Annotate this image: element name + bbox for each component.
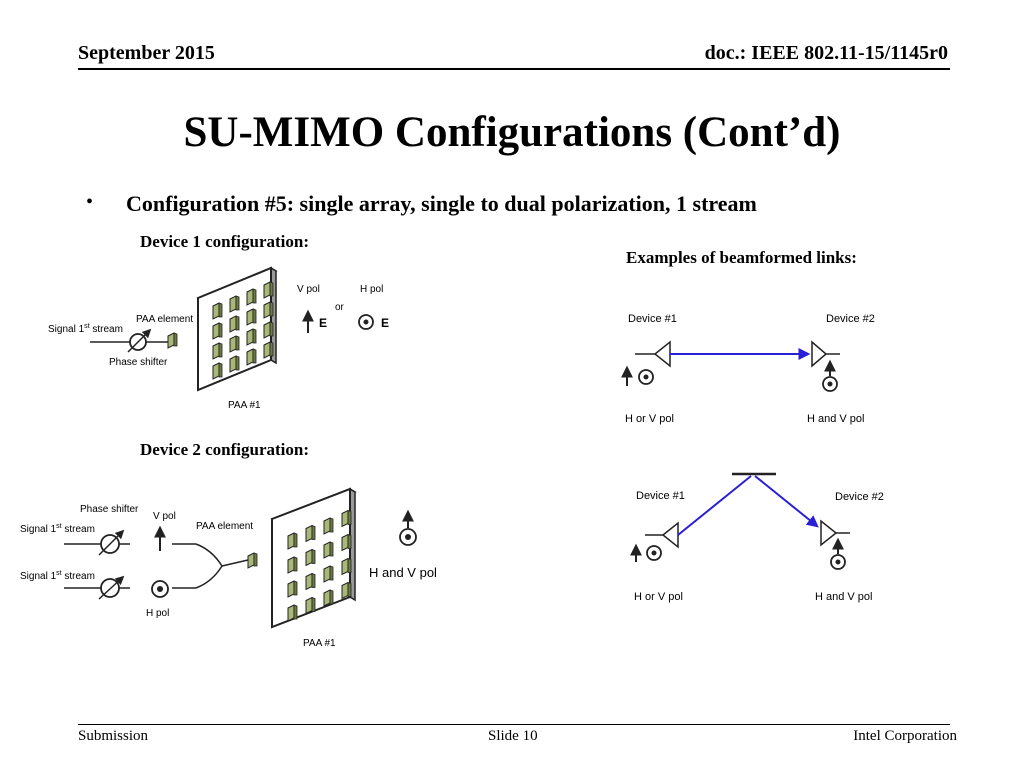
- header-date: September 2015: [78, 42, 215, 64]
- svg-text:Signal 1st stream: Signal 1st stream: [48, 323, 123, 335]
- device2-paa-element-label: PAA element: [196, 521, 253, 532]
- link1-antenna-b-icon: [811, 340, 840, 368]
- link2-pol-b-icon: [830, 537, 846, 570]
- link2-antenna-b-icon: [820, 519, 850, 547]
- device2-paa-element-icon: [323, 565, 334, 583]
- device1-paa-element-icon: [167, 332, 178, 349]
- device2-hpol-dot-icon: [151, 580, 169, 598]
- examples-heading: Examples of beamformed links:: [626, 248, 857, 267]
- footer-slide-number: Slide 10: [488, 728, 538, 744]
- link1-pol-a-icon: [621, 365, 654, 386]
- link1-device-a-label: Device #1: [628, 313, 677, 325]
- device2-paa-element-icon: [287, 556, 298, 574]
- device1-paa-element-icon: [212, 362, 223, 380]
- link2-beam-reflected: [754, 475, 819, 528]
- device1-e-label-h: E: [381, 316, 389, 330]
- device1-paa-element-icon: [229, 315, 240, 333]
- bullet-marker: •: [86, 191, 94, 213]
- device1-paa-element-icon: [229, 335, 240, 353]
- device1-phase-shifter-icon: [127, 328, 152, 353]
- device2-hv-pol-label: H and V pol: [369, 565, 437, 580]
- device2-paa-element-icon: [305, 596, 316, 615]
- device1-paa-element-icon: [212, 302, 223, 320]
- device1-phase-shifter-label: Phase shifter: [109, 357, 168, 368]
- link1-antenna-a-icon: [635, 340, 671, 368]
- device2-paa-element-icon: [323, 541, 334, 559]
- link2-pol-a-label: H or V pol: [634, 591, 683, 603]
- device2-paa-element-icon: [287, 604, 298, 622]
- device1-paa-element-icon: [263, 301, 274, 319]
- link1-device-b-label: Device #2: [826, 313, 875, 325]
- device1-paa-element-icon: [263, 341, 274, 359]
- device1-vpol-label: V pol: [297, 284, 320, 295]
- device2-paa-element-icon: [305, 524, 316, 543]
- device2-paa-element-icon: [287, 532, 298, 550]
- device1-heading: Device 1 configuration:: [140, 232, 310, 251]
- device2-paa-panel: [270, 487, 357, 629]
- device2-paa-element-icon: [287, 580, 298, 598]
- device2-combiner: [172, 543, 249, 589]
- link2-antenna-a-icon: [645, 521, 679, 549]
- footer-submission: Submission: [78, 728, 149, 744]
- device1-paa-element-label: PAA element: [136, 314, 193, 325]
- device2-phase-shifter-2-icon: [98, 575, 125, 600]
- device1-paa-element-icon: [229, 355, 240, 373]
- device1-hpol-label: H pol: [360, 284, 383, 295]
- device2-paa-element-icon: [323, 517, 334, 535]
- device2-phase-shifter-1-icon: [98, 529, 125, 556]
- bullet-text: Configuration #5: single array, single t…: [126, 191, 757, 216]
- device1-paa-panel: [196, 266, 278, 392]
- device2-paa-element-icon: [323, 589, 334, 607]
- link2-pol-a-icon: [630, 543, 662, 562]
- device1-paa-element-icon: [229, 295, 240, 313]
- device2-paa-element-icon: [341, 509, 352, 528]
- device1-hpol-dot-icon: [358, 314, 374, 330]
- svg-text:Signal 1st stream: Signal 1st stream: [20, 570, 95, 582]
- device1-paa-label: PAA #1: [228, 400, 261, 411]
- link1-pol-b-icon: [822, 359, 838, 392]
- device2-hpol-label: H pol: [146, 608, 169, 619]
- device1-paa-element-icon: [212, 322, 223, 340]
- link2-pol-b-label: H and V pol: [815, 591, 872, 603]
- footer-rule: [78, 724, 950, 725]
- svg-text:Signal 1st stream: Signal 1st stream: [20, 523, 95, 535]
- link2-device-b-label: Device #2: [835, 491, 884, 503]
- header-rule: [78, 68, 950, 70]
- link1-pol-b-label: H and V pol: [807, 413, 864, 425]
- device1-paa-element-icon: [246, 288, 257, 306]
- device1-paa-element-icon: [212, 342, 223, 360]
- device1-or-label: or: [335, 302, 345, 313]
- device1-paa-element-icon: [263, 281, 274, 299]
- device1-paa-element-icon: [263, 321, 274, 339]
- device2-paa-element-icon: [341, 557, 352, 576]
- link1-pol-a-label: H or V pol: [625, 413, 674, 425]
- device2-paa-element-icon: [305, 548, 316, 567]
- slide-title: SU-MIMO Configurations (Cont’d): [183, 109, 841, 156]
- footer-company: Intel Corporation: [853, 728, 957, 744]
- device2-paa-label: PAA #1: [303, 638, 336, 649]
- device1-paa-element-icon: [246, 328, 257, 346]
- device1-e-label-v: E: [319, 316, 327, 330]
- link2-beam-incident: [677, 475, 752, 536]
- device2-signal-label-2: Signal 1st stream: [20, 570, 95, 582]
- device1-paa-element-icon: [246, 348, 257, 366]
- device2-signal-label-1: Signal 1st stream: [20, 523, 95, 535]
- device2-hv-pol-icon: [399, 509, 417, 546]
- device2-heading: Device 2 configuration:: [140, 440, 310, 459]
- device2-phase-shifter-label: Phase shifter: [80, 504, 139, 515]
- device1-paa-element-icon: [246, 308, 257, 326]
- device2-vpol-label: V pol: [153, 511, 176, 522]
- link2-device-a-label: Device #1: [636, 490, 685, 502]
- device2-paa-element-icon: [341, 533, 352, 552]
- device2-paa-element-icon: [247, 552, 258, 569]
- device2-paa-element-icon: [341, 581, 352, 600]
- header-doc-id: doc.: IEEE 802.11-15/1145r0: [704, 42, 948, 64]
- device2-paa-element-icon: [305, 572, 316, 591]
- device1-signal-label: Signal 1st stream: [48, 323, 123, 335]
